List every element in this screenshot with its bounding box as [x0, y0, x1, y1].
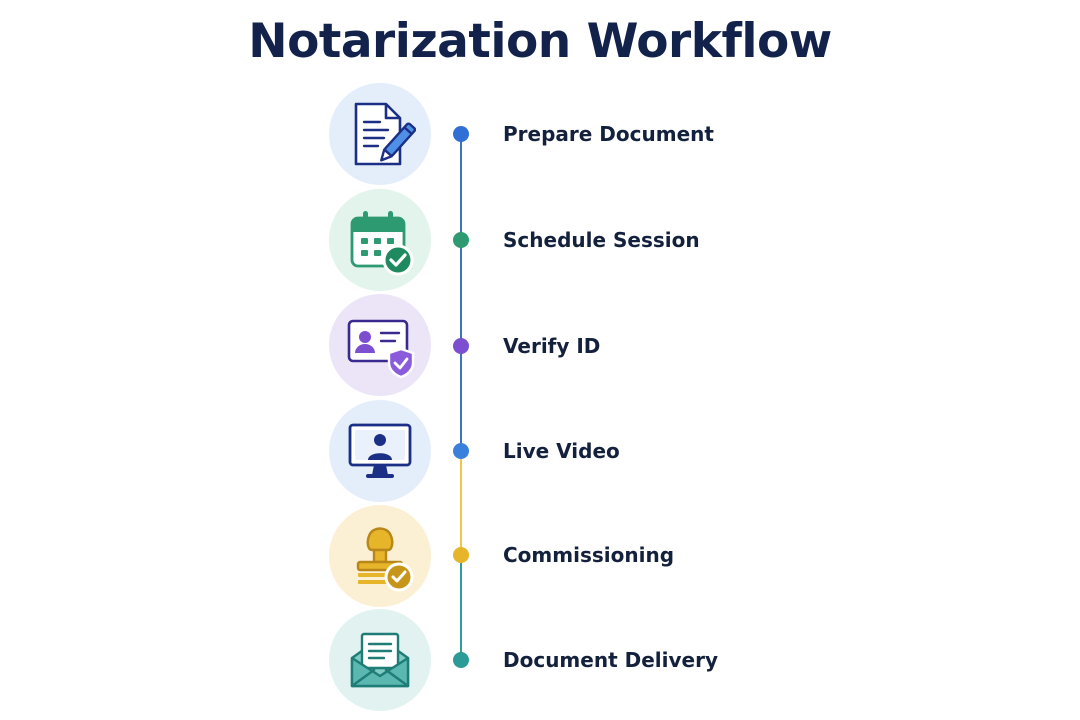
step-label-document-delivery: Document Delivery [503, 648, 718, 672]
step-dot [453, 443, 469, 459]
step-icon-circle [329, 609, 431, 711]
step-label-prepare-document: Prepare Document [503, 122, 714, 146]
step-label-schedule-session: Schedule Session [503, 228, 700, 252]
step-label-live-video: Live Video [503, 439, 620, 463]
step-dot [453, 338, 469, 354]
notary-stamp-icon [356, 527, 414, 592]
step-icon-circle [329, 294, 431, 396]
step-icon-circle [329, 400, 431, 502]
connector-line [460, 562, 462, 660]
step-dot [453, 652, 469, 668]
document-pen-icon [354, 102, 416, 166]
step-label-verify-id: Verify ID [503, 334, 601, 358]
step-icon-circle [329, 83, 431, 185]
diagram-title: Notarization Workflow [248, 14, 832, 69]
monitor-person-icon [348, 423, 412, 478]
connector-line [460, 352, 462, 452]
step-icon-circle [329, 505, 431, 607]
step-label-commissioning: Commissioning [503, 543, 675, 567]
step-dot [453, 232, 469, 248]
connector-line [460, 140, 462, 240]
connector-line [460, 458, 462, 556]
id-card-shield-icon [347, 319, 415, 379]
step-dot [453, 547, 469, 563]
calendar-check-icon [350, 211, 414, 276]
step-icon-circle [329, 189, 431, 291]
step-dot [453, 126, 469, 142]
envelope-letter-icon [350, 632, 410, 688]
connector-line [460, 246, 462, 346]
